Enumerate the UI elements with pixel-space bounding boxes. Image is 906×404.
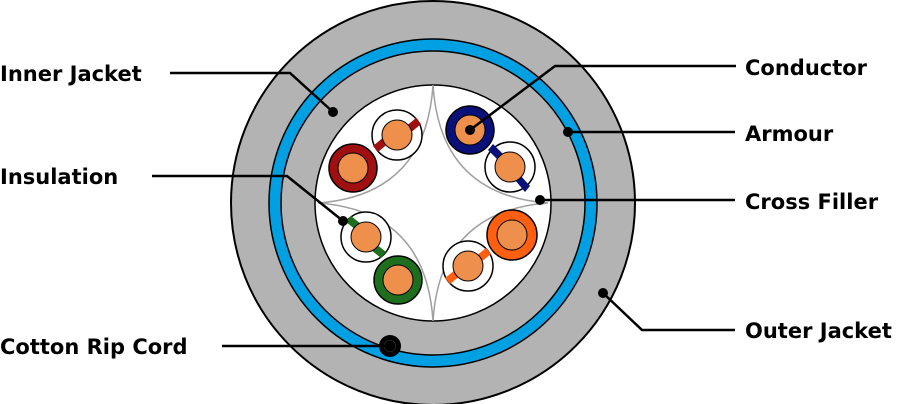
label-armour: Armour	[745, 122, 834, 146]
leader-conductor	[469, 64, 736, 131]
label-outer-jacket: Outer Jacket	[745, 319, 892, 343]
label-insulation: Insulation	[0, 165, 118, 189]
wire-pair-red	[328, 109, 423, 193]
label-conductor: Conductor	[745, 56, 868, 80]
wire-pair-orange	[442, 209, 538, 292]
leader-inner-jacket	[170, 71, 334, 113]
cross-filler-shape	[317, 84, 549, 322]
label-inner-jacket: Inner Jacket	[0, 62, 142, 86]
label-cotton-rip-cord: Cotton Rip Cord	[0, 335, 188, 359]
leader-lines	[152, 64, 736, 352]
leader-insulation	[152, 174, 344, 222]
leader-outer-jacket	[602, 292, 735, 332]
wire-pair-green	[340, 211, 423, 305]
label-cross-filler: Cross Filler	[745, 190, 879, 214]
